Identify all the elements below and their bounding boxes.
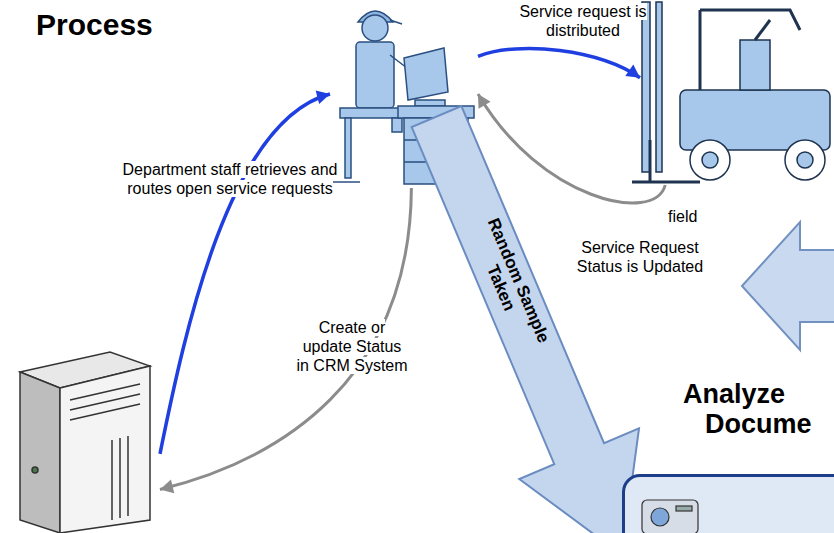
flow-connector — [160, 94, 330, 454]
crm-server — [8, 335, 160, 533]
flow-connector — [478, 48, 640, 77]
arrow-head — [316, 90, 330, 104]
forklift-field: field — [640, 0, 834, 185]
connector-label: Create or update Status in CRM System — [296, 319, 407, 374]
arrow-head — [478, 94, 491, 109]
arrow-head — [625, 65, 640, 78]
flow-connector — [160, 188, 411, 489]
section-heading: Analyze Docume — [683, 380, 834, 439]
connector-label-box: Service Request Status is Updated — [560, 238, 720, 276]
flow-connector — [478, 94, 665, 203]
connector-label-box: Service request is distributed — [508, 2, 658, 40]
connector-label: Service Request Status is Updated — [577, 239, 703, 275]
connector-label: Service request is distributed — [519, 3, 646, 39]
forklift-illustration — [632, 2, 830, 182]
staff-desk — [330, 0, 478, 188]
arrow-head — [160, 480, 174, 494]
document-panel — [622, 474, 834, 533]
title: Process — [36, 8, 153, 42]
connector-label-box: Department staff retrieves and routes op… — [112, 160, 348, 198]
connector-label-box: Create or update Status in CRM System — [296, 318, 408, 376]
projector-icon — [642, 500, 698, 533]
block-arrow — [742, 222, 834, 350]
connector-label: Department staff retrieves and routes op… — [123, 161, 338, 197]
node-label: field — [668, 208, 697, 226]
block-arrow-connector — [412, 106, 639, 533]
server-illustration — [20, 352, 150, 533]
